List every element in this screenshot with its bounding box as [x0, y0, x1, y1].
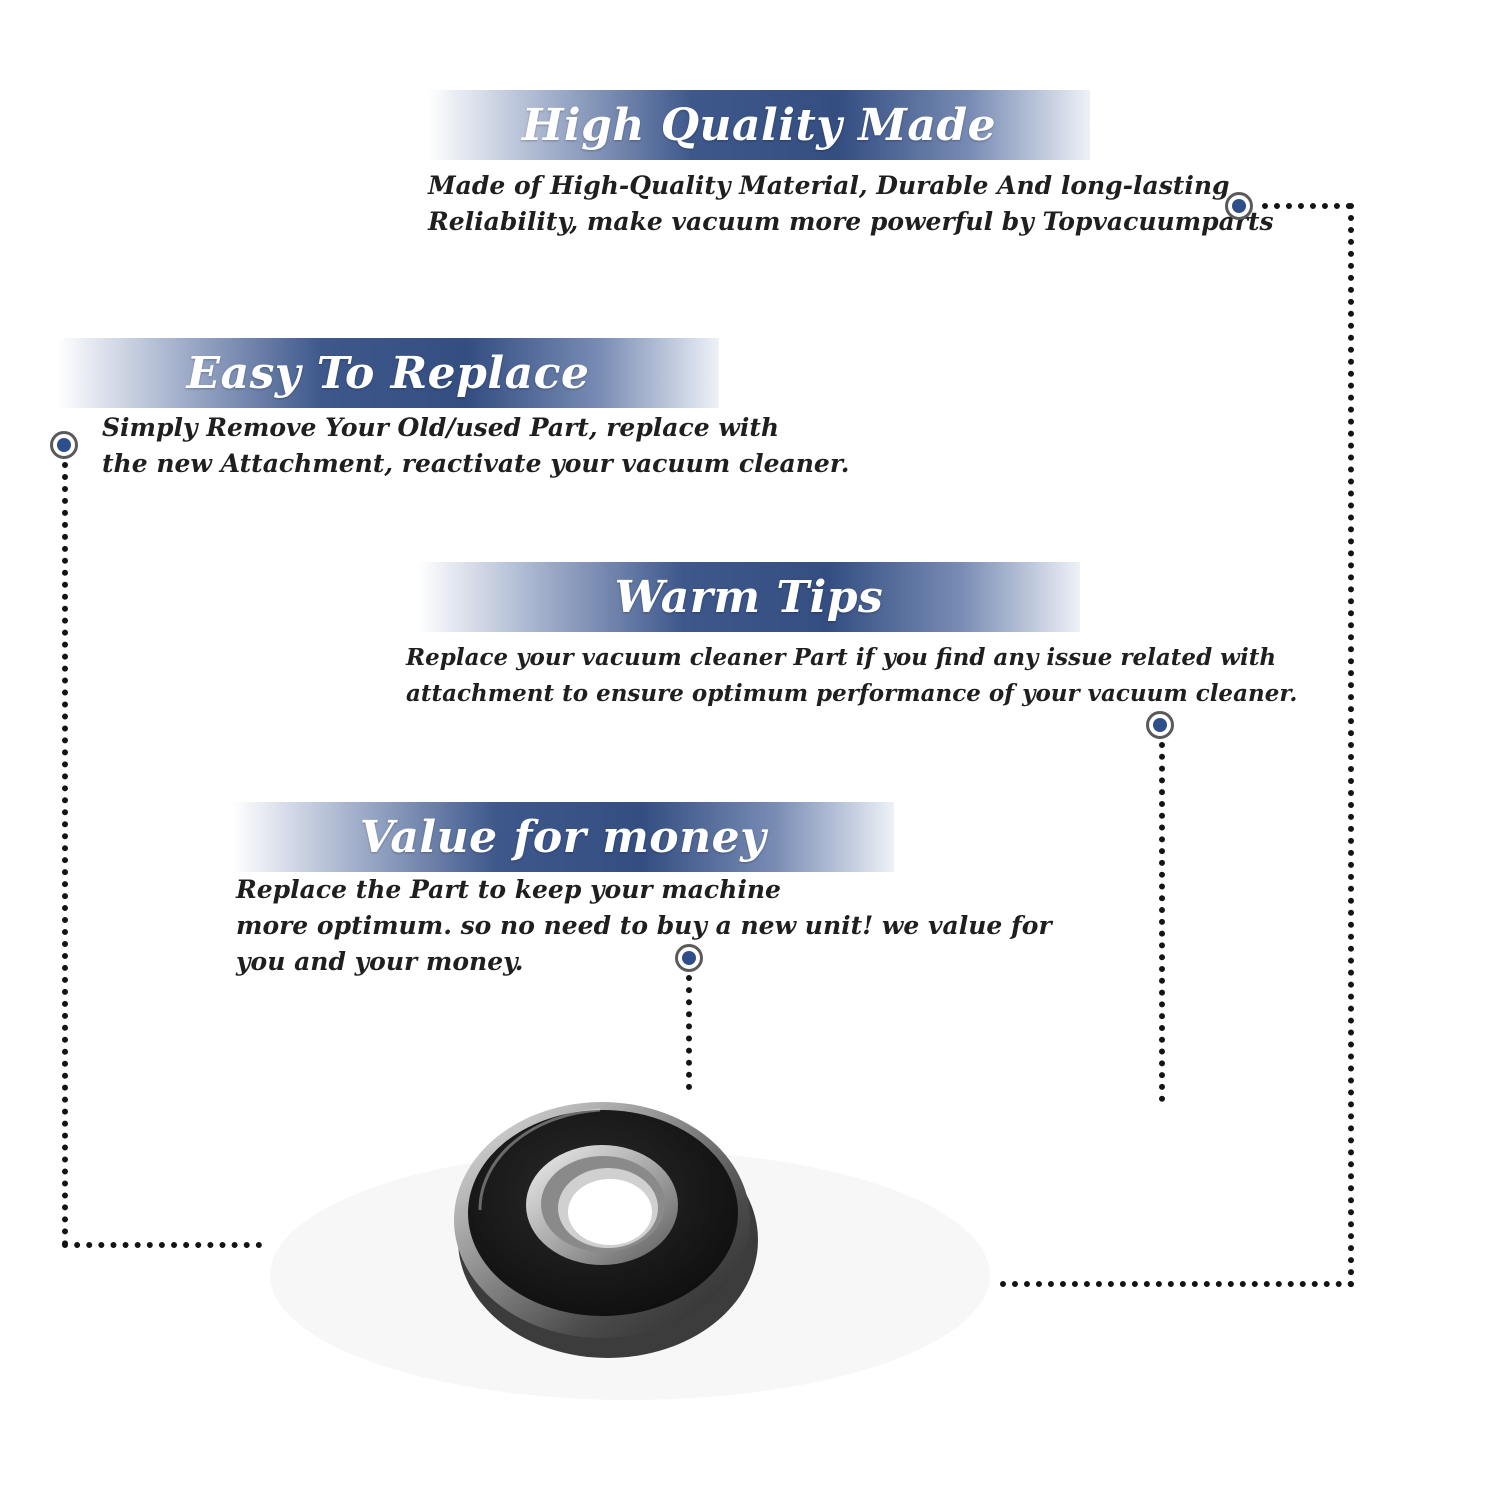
- feature-title-easy-replace: Easy To Replace: [186, 347, 590, 399]
- banner-high-quality: High Quality Made: [428, 90, 1090, 160]
- feature-desc-line: Replace the Part to keep your machine: [236, 875, 781, 904]
- feature-desc-warm-tips: Replace your vacuum cleaner Part if you …: [406, 640, 1297, 712]
- feature-desc-line: Made of High-Quality Material, Durable A…: [428, 171, 1230, 200]
- feature-desc-line: you and your money.: [236, 947, 524, 976]
- connector-line: [62, 462, 74, 1247]
- feature-desc-high-quality: Made of High-Quality Material, Durable A…: [428, 168, 1274, 240]
- connector-line: [1159, 742, 1171, 1102]
- feature-desc-line: more optimum. so no need to buy a new un…: [236, 911, 1052, 940]
- marker-dot-icon: [1146, 711, 1174, 739]
- ball-bearing-icon: [454, 1102, 758, 1358]
- connector-line: [686, 975, 698, 1090]
- feature-desc-line: Replace your vacuum cleaner Part if you …: [406, 644, 1277, 671]
- feature-desc-line: the new Attachment, reactivate your vacu…: [102, 449, 850, 478]
- feature-title-warm-tips: Warm Tips: [614, 571, 884, 623]
- banner-easy-replace: Easy To Replace: [57, 338, 719, 408]
- feature-desc-line: Simply Remove Your Old/used Part, replac…: [102, 413, 780, 442]
- connector-line: [62, 1242, 262, 1254]
- feature-desc-line: attachment to ensure optimum performance…: [406, 680, 1298, 707]
- marker-dot-icon: [50, 431, 78, 459]
- feature-title-high-quality: High Quality Made: [521, 99, 997, 151]
- feature-desc-value-money: Replace the Part to keep your machine mo…: [236, 872, 1052, 980]
- marker-dot-icon: [675, 944, 703, 972]
- banner-warm-tips: Warm Tips: [418, 562, 1080, 632]
- connector-line: [1000, 1281, 1354, 1293]
- marker-dot-icon: [1225, 192, 1253, 220]
- feature-desc-easy-replace: Simply Remove Your Old/used Part, replac…: [102, 410, 849, 482]
- feature-title-value-money: Value for money: [359, 811, 767, 863]
- connector-line: [1348, 203, 1360, 1288]
- banner-value-money: Value for money: [232, 802, 894, 872]
- feature-desc-line: Reliability, make vacuum more powerful b…: [428, 207, 1274, 236]
- connector-line: [1262, 203, 1352, 215]
